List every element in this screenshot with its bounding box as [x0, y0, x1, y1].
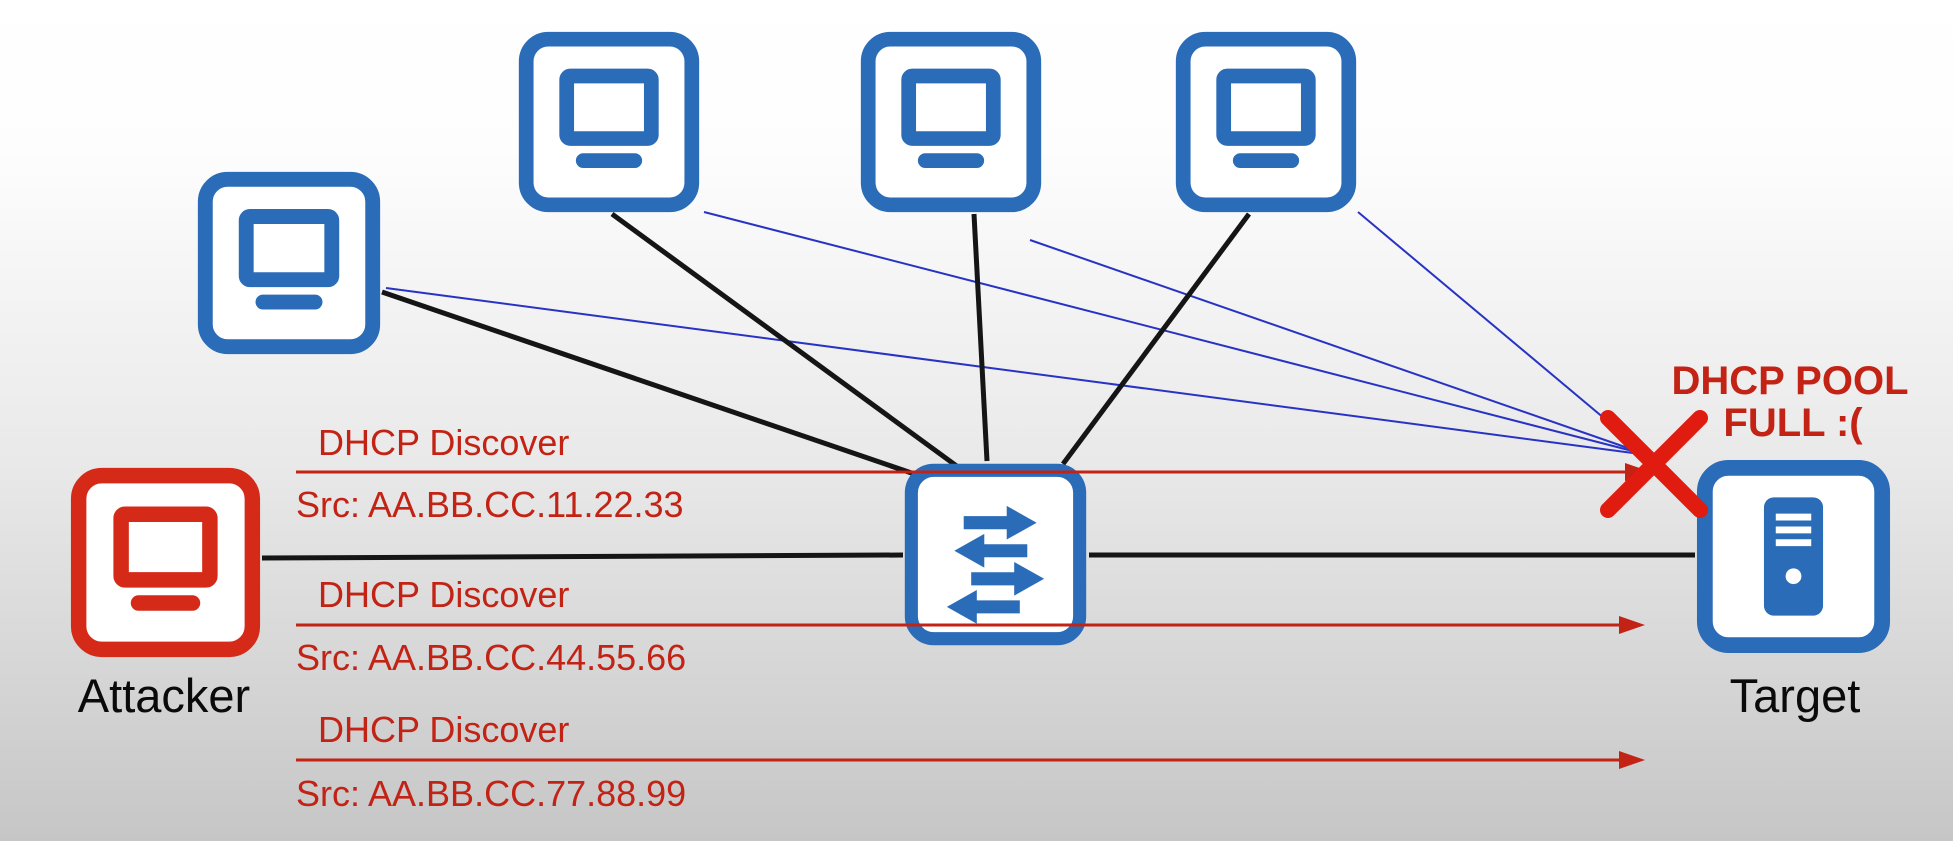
client-computer-1-icon: [205, 179, 372, 346]
link-pc2-switch: [610, 211, 960, 470]
target-label: Target: [1730, 669, 1861, 722]
attacker-computer-icon: [79, 476, 253, 650]
packet-3-src: Src: AA.BB.CC.77.88.99: [296, 773, 686, 814]
request-line-pc1: [385, 287, 1649, 456]
arrowhead-2: [1619, 616, 1645, 634]
packet-2-title: DHCP Discover: [318, 574, 569, 615]
client-computer-4-icon: [1183, 39, 1349, 205]
attacker-label: Attacker: [78, 669, 250, 722]
client-computer-2-icon: [526, 39, 692, 205]
pool-status-line2: FULL :(: [1723, 401, 1863, 445]
request-line-pc3: [1029, 239, 1649, 456]
switch-icon: [911, 470, 1079, 638]
packet-1-src: Src: AA.BB.CC.11.22.33: [296, 484, 684, 525]
request-line-pc4: [1357, 211, 1649, 456]
client-computer-3-icon: [868, 39, 1034, 205]
network-links: [261, 211, 1695, 561]
arrowhead-3: [1619, 751, 1645, 769]
rejected-x-mark: [1600, 410, 1708, 518]
attack-arrow-3: [296, 751, 1645, 769]
packet-2-src: Src: AA.BB.CC.44.55.66: [296, 637, 686, 678]
link-pc4-switch: [1060, 212, 1252, 466]
request-line-pc2: [703, 211, 1649, 456]
packet-3-title: DHCP Discover: [318, 709, 569, 750]
packet-1-title: DHCP Discover: [318, 422, 569, 463]
target-server-icon: [1705, 468, 1882, 645]
link-pc3-switch: [971, 213, 990, 462]
attack-arrow-2: [296, 616, 1645, 634]
pool-status-line1: DHCP POOL: [1671, 359, 1908, 403]
link-attacker-switch: [261, 552, 904, 561]
attack-arrows: [296, 463, 1651, 769]
rejected-request-lines: [385, 211, 1649, 456]
link-pc1-switch: [381, 289, 933, 483]
